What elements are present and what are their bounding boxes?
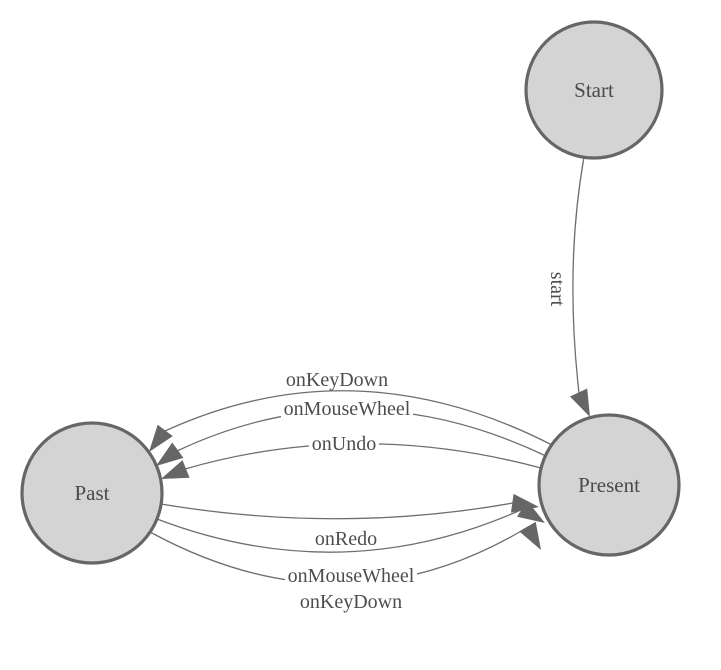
- edge-label-background: [547, 261, 567, 317]
- node-present[interactable]: Present: [537, 413, 681, 557]
- arrowhead-icon: [569, 388, 590, 417]
- node-present-label: Present: [578, 473, 640, 497]
- node-past-circle[interactable]: [20, 421, 164, 565]
- edge-label-background: [292, 591, 410, 611]
- edge-label-onundo: onUndo: [312, 433, 376, 455]
- node-start[interactable]: Start: [524, 20, 664, 160]
- edge-label-onredo: onRedo: [315, 528, 377, 550]
- edge-onredo-to-present[interactable]: [160, 502, 514, 520]
- edge-label-onmousewheel-top: onMouseWheel: [284, 398, 411, 420]
- edge-label-onkeydown-bottom: onKeyDown: [300, 591, 402, 613]
- edge-label-onkeydown-bottom-group: onKeyDown: [292, 591, 410, 613]
- arrowhead-icon: [149, 424, 173, 452]
- edge-onmousewheel-to-present[interactable]: [156, 508, 524, 553]
- edge-label-onmousewheel-bottom-group: onMouseWheel: [285, 565, 417, 587]
- edge-label-onundo-group: onUndo: [309, 433, 379, 455]
- edge-label-background: [285, 565, 417, 585]
- edge-label-background: [278, 369, 396, 389]
- edge-label-onmousewheel-top-group: onMouseWheel: [281, 398, 413, 420]
- edge-label-background: [309, 433, 379, 453]
- node-past-label: Past: [74, 481, 109, 505]
- edge-label-background: [281, 398, 413, 418]
- edge-label-start-group: start: [546, 261, 568, 317]
- arrowhead-icon: [519, 521, 541, 550]
- node-past[interactable]: Past: [20, 421, 164, 565]
- arrowhead-icon: [156, 442, 184, 466]
- node-present-circle[interactable]: [537, 413, 681, 557]
- edge-label-start: start: [546, 272, 568, 307]
- node-start-label: Start: [574, 78, 614, 102]
- edge-label-onredo-group: onRedo: [312, 528, 380, 550]
- arrowhead-icon: [161, 460, 190, 479]
- edge-onkeydown-to-past[interactable]: [164, 390, 553, 446]
- arrowhead-icon: [517, 500, 545, 523]
- edge-label-onkeydown-top: onKeyDown: [286, 369, 388, 391]
- edge-label-onkeydown-top-group: onKeyDown: [278, 369, 396, 391]
- edge-label-background: [312, 528, 380, 548]
- node-start-circle[interactable]: [524, 20, 664, 160]
- edge-label-onmousewheel-bottom: onMouseWheel: [288, 565, 415, 587]
- edge-start[interactable]: [572, 156, 585, 394]
